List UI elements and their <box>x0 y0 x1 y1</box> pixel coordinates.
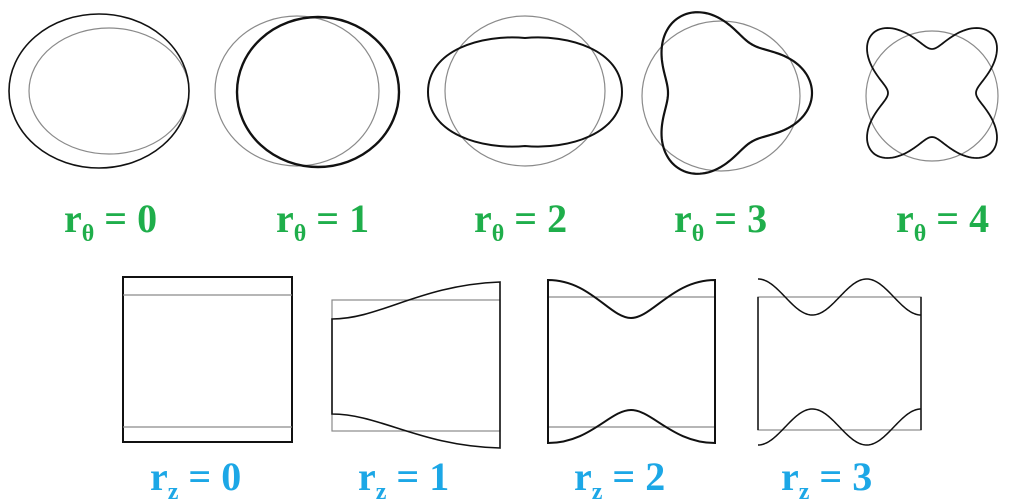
reference-rect <box>757 296 922 431</box>
theta-mode-0-label: rθ = 0 <box>64 196 157 247</box>
deformed-shape <box>426 36 624 148</box>
deformed-top-edge <box>757 278 922 316</box>
theta-mode-3 <box>641 11 814 175</box>
theta-labels: rθ = 0 rθ = 1 rθ = 2 rθ = 3 rθ = 4 <box>64 196 989 247</box>
deformed-bottom-edge <box>757 408 922 446</box>
deformed-shape <box>866 27 998 159</box>
theta-mode-4-label: rθ = 4 <box>896 196 989 247</box>
z-mode-0-label: rz = 0 <box>150 454 241 504</box>
z-mode-1-label: rz = 1 <box>358 454 449 504</box>
deformed-shape <box>235 15 401 169</box>
reference-circle <box>214 15 380 167</box>
theta-mode-4 <box>865 27 999 162</box>
deformed-shape <box>547 278 716 445</box>
reference-circle <box>444 15 606 167</box>
z-mode-3 <box>757 278 922 446</box>
z-mode-3-label: rz = 3 <box>781 454 872 504</box>
deformed-shape <box>8 13 190 169</box>
z-mode-2 <box>547 278 716 445</box>
theta-mode-2-label: rθ = 2 <box>474 196 567 247</box>
deformed-shape <box>122 276 293 443</box>
theta-mode-1-label: rθ = 1 <box>276 196 369 247</box>
deformed-shape <box>331 281 501 449</box>
theta-mode-3-label: rθ = 3 <box>674 196 767 247</box>
z-labels: rz = 0 rz = 1 rz = 2 rz = 3 <box>150 454 872 504</box>
z-mode-1 <box>331 281 501 449</box>
reference-rect <box>331 299 501 432</box>
z-mode-2-label: rz = 2 <box>574 454 665 504</box>
theta-mode-2 <box>426 15 624 167</box>
deformed-shape <box>660 11 814 175</box>
reference-circle <box>641 20 801 172</box>
theta-mode-1 <box>214 15 401 169</box>
theta-mode-0 <box>8 13 190 169</box>
reference-circle <box>865 30 999 162</box>
reference-circle <box>28 27 190 155</box>
z-mode-0 <box>122 276 293 443</box>
